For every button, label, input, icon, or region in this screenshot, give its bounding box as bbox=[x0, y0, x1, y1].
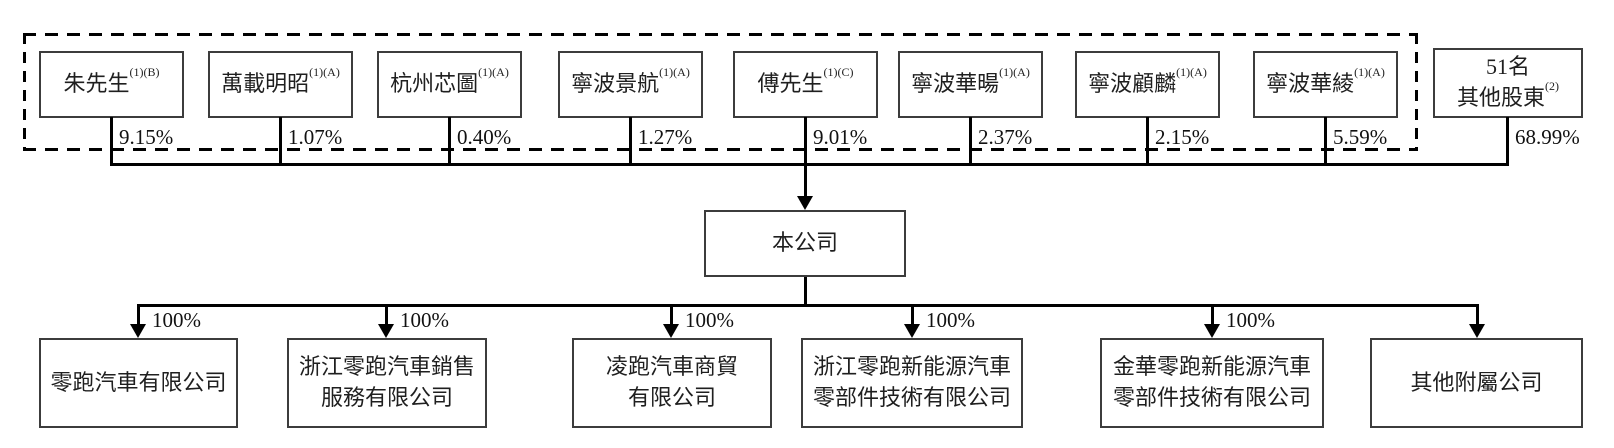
arrow-down-icon bbox=[797, 196, 813, 210]
connector-subsidiary-stem bbox=[670, 304, 673, 325]
shareholder-box: 寧波顧麟(1)(A) bbox=[1075, 51, 1220, 118]
shareholder-label: 寧波顧麟(1)(A) bbox=[1088, 66, 1207, 100]
shareholder-note: (1)(A) bbox=[309, 64, 340, 79]
shareholder-box: 傅先生(1)(C) bbox=[733, 51, 878, 118]
shareholder-label: 寧波華綾(1)(A) bbox=[1266, 66, 1385, 100]
subsidiary-name: 浙江零跑汽車銷售 服務有限公司 bbox=[298, 354, 475, 410]
shareholder-note: (1)(A) bbox=[1176, 64, 1207, 79]
shareholder-note: (1)(A) bbox=[659, 64, 690, 79]
ownership-percent-label: 1.07% bbox=[288, 125, 343, 149]
connector-company-down-stem bbox=[804, 277, 807, 307]
shareholder-note: (1)(B) bbox=[129, 64, 160, 79]
shareholder-label: 萬載明昭(1)(A) bbox=[221, 66, 340, 100]
connector-subsidiary-stem bbox=[137, 304, 140, 325]
shareholder-name: 寧波景航 bbox=[571, 71, 660, 97]
ownership-percent-label: 100% bbox=[152, 308, 201, 332]
shareholder-name: 寧波顧麟 bbox=[1088, 71, 1177, 97]
shareholder-box: 寧波華綾(1)(A) bbox=[1253, 51, 1398, 118]
ownership-percent-label: 68.99% bbox=[1515, 125, 1580, 149]
ownership-percent-label: 100% bbox=[926, 308, 975, 332]
shareholder-box: 寧波華暘(1)(A) bbox=[898, 51, 1043, 118]
connector-collector-line bbox=[110, 163, 1509, 166]
subsidiary-name: 浙江零跑新能源汽車 零部件技術有限公司 bbox=[812, 354, 1011, 410]
shareholder-note: (1)(A) bbox=[1354, 64, 1385, 79]
ownership-percent-label: 5.59% bbox=[1333, 125, 1388, 149]
shareholder-name: 杭州芯圖 bbox=[390, 71, 479, 97]
subsidiary-box: 浙江零跑汽車銷售 服務有限公司 bbox=[287, 338, 487, 428]
subsidiary-box: 零跑汽車有限公司 bbox=[39, 338, 238, 428]
connector-shareholder-stem bbox=[1146, 117, 1149, 166]
arrow-down-icon bbox=[1204, 324, 1220, 338]
shareholder-name: 51名 其他股東 bbox=[1456, 54, 1545, 110]
subsidiary-box: 其他附屬公司 bbox=[1370, 338, 1583, 428]
subsidiary-name: 零跑汽車有限公司 bbox=[50, 369, 227, 395]
connector-shareholder-stem bbox=[279, 117, 282, 166]
connector-shareholder-stem bbox=[448, 117, 451, 166]
ownership-percent-label: 2.37% bbox=[978, 125, 1033, 149]
shareholder-note: (1)(A) bbox=[999, 64, 1030, 79]
connector-shareholder-stem bbox=[110, 117, 113, 166]
connector-distribution-line bbox=[138, 304, 1479, 307]
shareholder-label: 寧波華暘(1)(A) bbox=[911, 66, 1030, 100]
shareholder-box: 51名 其他股東(2) bbox=[1433, 48, 1583, 118]
shareholder-name: 萬載明昭 bbox=[221, 71, 310, 97]
arrow-down-icon bbox=[1469, 324, 1485, 338]
subsidiary-name: 其他附屬公司 bbox=[1410, 369, 1543, 395]
shareholder-box: 寧波景航(1)(A) bbox=[558, 51, 703, 118]
shareholder-label: 51名 其他股東(2) bbox=[1457, 52, 1559, 114]
shareholder-box: 杭州芯圖(1)(A) bbox=[377, 51, 522, 118]
shareholder-note: (1)(A) bbox=[478, 64, 509, 79]
connector-shareholder-stem bbox=[1324, 117, 1327, 166]
shareholder-label: 杭州芯圖(1)(A) bbox=[390, 66, 509, 100]
connector-subsidiary-stem bbox=[385, 304, 388, 325]
connector-company-stem bbox=[804, 163, 807, 197]
shareholder-note: (2) bbox=[1545, 78, 1559, 93]
arrow-down-icon bbox=[904, 324, 920, 338]
ownership-percent-label: 100% bbox=[1226, 308, 1275, 332]
arrow-down-icon bbox=[130, 324, 146, 338]
ownership-percent-label: 9.15% bbox=[119, 125, 174, 149]
shareholder-box: 萬載明昭(1)(A) bbox=[208, 51, 353, 118]
connector-subsidiary-stem bbox=[911, 304, 914, 325]
connector-subsidiary-stem bbox=[1476, 304, 1479, 325]
shareholder-label: 朱先生(1)(B) bbox=[63, 66, 159, 100]
arrow-down-icon bbox=[378, 324, 394, 338]
connector-shareholder-stem bbox=[969, 117, 972, 166]
company-name: 本公司 bbox=[771, 230, 838, 256]
connector-shareholder-stem bbox=[629, 117, 632, 166]
subsidiary-box: 凌跑汽車商貿 有限公司 bbox=[572, 338, 772, 428]
subsidiary-name: 金華零跑新能源汽車 零部件技術有限公司 bbox=[1112, 354, 1311, 410]
shareholder-name: 寧波華綾 bbox=[1266, 71, 1355, 97]
ownership-percent-label: 100% bbox=[400, 308, 449, 332]
connector-shareholder-stem bbox=[804, 117, 807, 166]
ownership-percent-label: 1.27% bbox=[638, 125, 693, 149]
subsidiary-name: 凌跑汽車商貿 有限公司 bbox=[605, 354, 738, 410]
shareholder-label: 傅先生(1)(C) bbox=[757, 66, 853, 100]
subsidiary-box: 浙江零跑新能源汽車 零部件技術有限公司 bbox=[801, 338, 1023, 428]
connector-shareholder-stem bbox=[1506, 117, 1509, 166]
shareholder-box: 朱先生(1)(B) bbox=[39, 51, 184, 118]
ownership-percent-label: 100% bbox=[685, 308, 734, 332]
shareholder-label: 寧波景航(1)(A) bbox=[571, 66, 690, 100]
arrow-down-icon bbox=[663, 324, 679, 338]
shareholder-note: (1)(C) bbox=[823, 64, 854, 79]
subsidiary-box: 金華零跑新能源汽車 零部件技術有限公司 bbox=[1100, 338, 1324, 428]
ownership-percent-label: 9.01% bbox=[813, 125, 868, 149]
ownership-percent-label: 2.15% bbox=[1155, 125, 1210, 149]
shareholder-name: 寧波華暘 bbox=[911, 71, 1000, 97]
connector-subsidiary-stem bbox=[1211, 304, 1214, 325]
ownership-percent-label: 0.40% bbox=[457, 125, 512, 149]
shareholder-name: 朱先生 bbox=[63, 71, 130, 97]
company-box: 本公司 bbox=[704, 210, 906, 277]
shareholder-name: 傅先生 bbox=[757, 71, 824, 97]
